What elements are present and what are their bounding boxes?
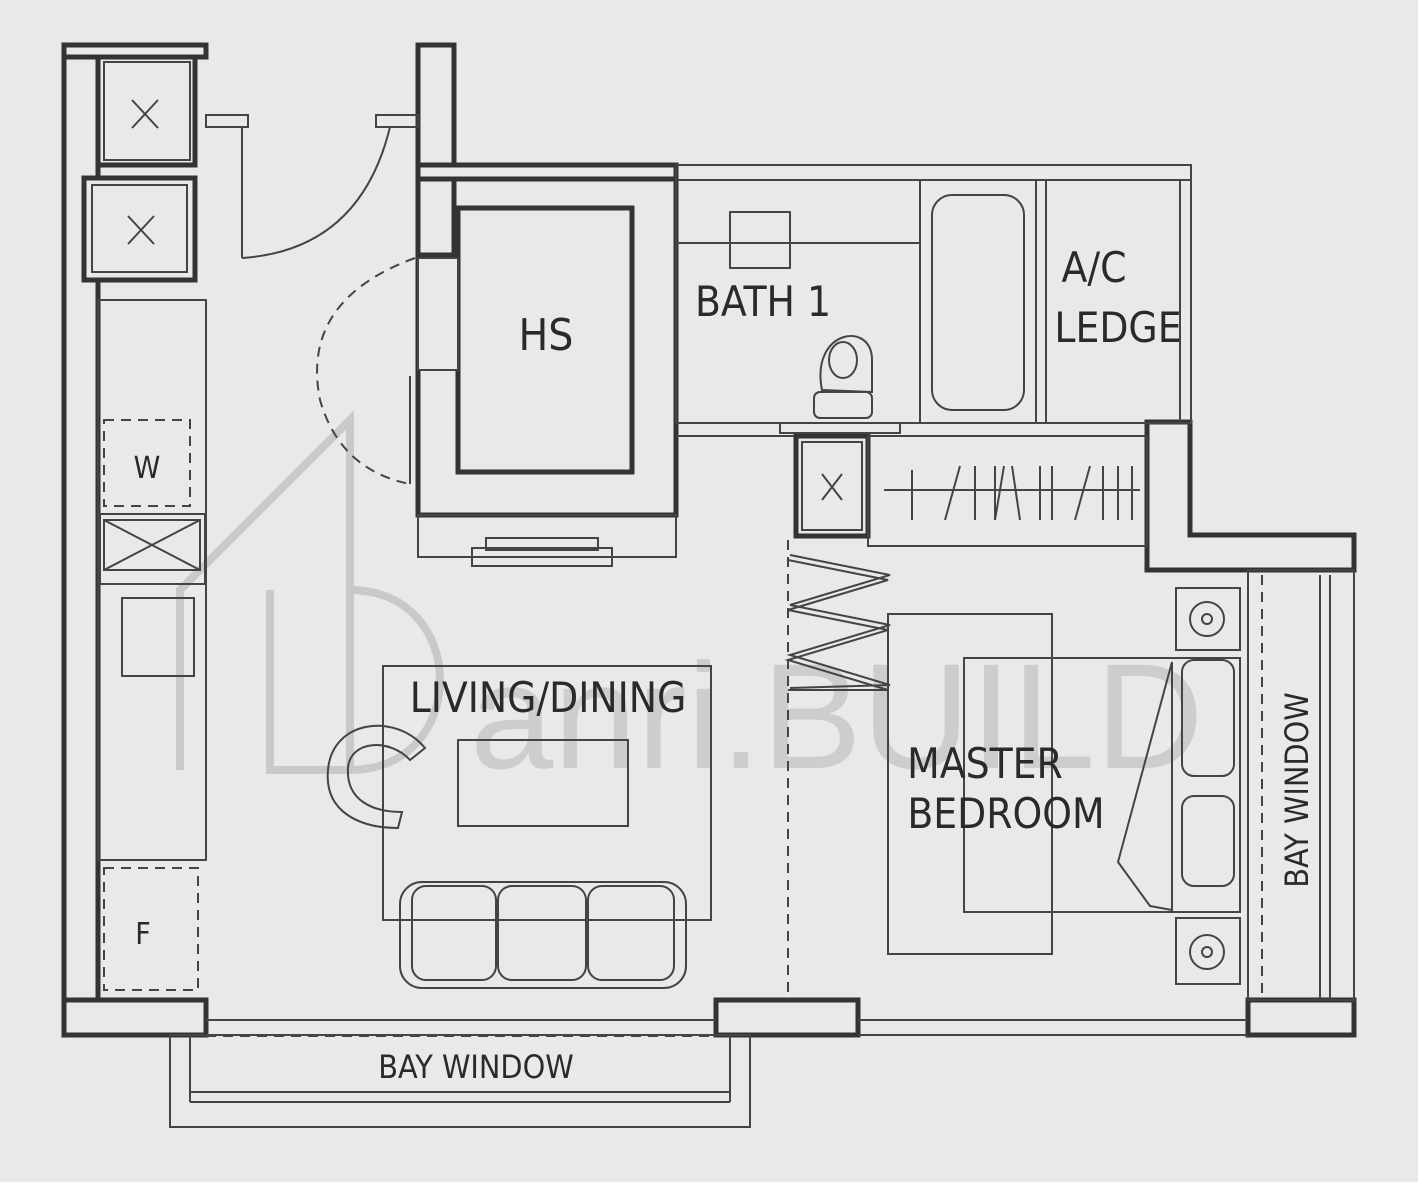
- hs-inner-wall: [455, 205, 635, 475]
- sofa: [399, 881, 687, 989]
- basin: [729, 211, 791, 269]
- bedroom-rug: [887, 613, 1053, 955]
- bed: [963, 657, 1241, 913]
- kitchen: W F: [97, 299, 207, 991]
- bay-window-right-label: BAY WINDOW: [1278, 692, 1316, 887]
- watermark: anri.BUILD: [176, 410, 1204, 800]
- armchair-icon: [326, 724, 427, 830]
- toilet-icon: [819, 335, 873, 394]
- bedside-table-1: [1175, 587, 1241, 651]
- watermark-logo-icon: [176, 410, 354, 774]
- tv-console: [417, 514, 677, 558]
- hs-door-swing: [316, 257, 416, 485]
- tv: [471, 547, 613, 567]
- sink: [121, 597, 195, 677]
- hs-label: HS: [519, 310, 574, 361]
- rug: [382, 665, 712, 921]
- bay-window-frame: [169, 1034, 751, 1128]
- hob-x-icon: [103, 519, 201, 571]
- entrance-right-wall: [415, 42, 457, 258]
- outer-walls: [61, 42, 1357, 1038]
- bottom-right-wall: [1245, 997, 1357, 1038]
- bottom-mid-wall: [713, 997, 861, 1038]
- ac-label-line1: A/C: [1062, 243, 1127, 292]
- right-column-wall: [1144, 419, 1357, 573]
- watermark-logo-curve: [349, 586, 444, 774]
- shaft-3-x-icon: [821, 473, 843, 501]
- wardrobe-outline: [867, 435, 1148, 547]
- hob: [99, 513, 206, 585]
- bay-window-right: BAY WINDOW: [1261, 575, 1331, 1000]
- bottom-left-wall: [61, 997, 209, 1038]
- bath-label: BATH 1: [695, 277, 831, 326]
- bathtub: [931, 194, 1025, 411]
- pillow-1: [1181, 659, 1235, 777]
- pillow-2: [1181, 795, 1235, 887]
- bay-window-bottom: BAY WINDOW: [169, 1019, 751, 1128]
- living-label: LIVING/DINING: [410, 673, 687, 722]
- fridge-label: F: [135, 917, 151, 952]
- bathroom: BATH 1: [695, 194, 1025, 434]
- shaft-1-x-icon: [131, 99, 159, 129]
- master-bedroom: MASTER BEDROOM: [887, 587, 1241, 985]
- lamp-1-icon: [1189, 601, 1225, 637]
- watermark-text: anri.BUILD: [470, 632, 1204, 800]
- washer-label: W: [134, 451, 161, 486]
- master-label-line2: BEDROOM: [907, 789, 1104, 838]
- bedside-table-2: [1175, 917, 1241, 985]
- fridge: [103, 867, 199, 991]
- master-label-line1: MASTER: [907, 739, 1063, 788]
- lamp-2-icon: [1189, 934, 1225, 970]
- service-shafts: [81, 54, 871, 539]
- living-dining: LIVING/DINING: [326, 665, 712, 989]
- household-shelter: HS: [316, 205, 677, 567]
- bay-window-bottom-label: BAY WINDOW: [378, 1048, 573, 1086]
- bed-sheet: [1116, 661, 1173, 912]
- ac-label-line2: LEDGE: [1054, 303, 1181, 352]
- washer: [103, 419, 191, 507]
- shaft-2-x-icon: [127, 215, 155, 245]
- wardrobe: [867, 435, 1148, 547]
- entrance-door[interactable]: [205, 114, 419, 259]
- bedroom-right-frame: [1247, 569, 1355, 1001]
- shaft-1: [95, 54, 198, 168]
- coffee-table: [457, 739, 629, 827]
